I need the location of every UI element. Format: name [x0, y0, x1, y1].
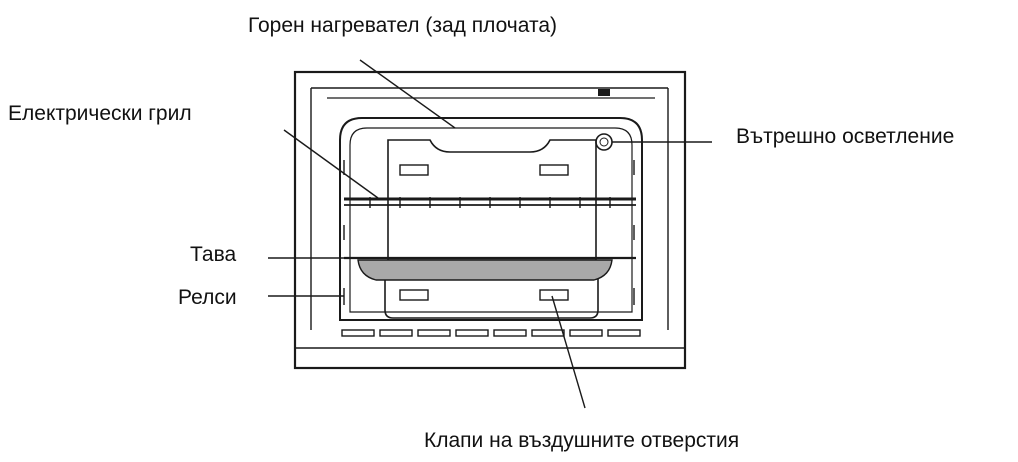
label-air-vent-flaps: Клапи на въздушните отверстия — [424, 429, 740, 452]
label-interior-light: Вътрешно осветление — [736, 125, 955, 148]
label-rails: Релси — [178, 286, 237, 309]
leader-electric-grill — [283, 129, 379, 199]
hinge-mark — [598, 89, 610, 96]
leader-lines — [268, 59, 712, 409]
interior-light-fixture — [595, 133, 613, 151]
leader-air-vents — [551, 295, 586, 409]
air-vent-flaps — [341, 329, 641, 337]
leader-upper-heater — [359, 59, 456, 129]
back-panel — [384, 139, 599, 319]
oven-cabinet — [293, 70, 687, 370]
grill-rack — [344, 197, 636, 208]
label-electric-grill: Електрически грил — [8, 102, 192, 125]
baking-tray — [344, 256, 636, 281]
label-tray: Тава — [190, 243, 237, 266]
oven-cavity — [339, 117, 643, 321]
label-upper-heater: Горен нагревател (зад плочата) — [248, 14, 558, 37]
